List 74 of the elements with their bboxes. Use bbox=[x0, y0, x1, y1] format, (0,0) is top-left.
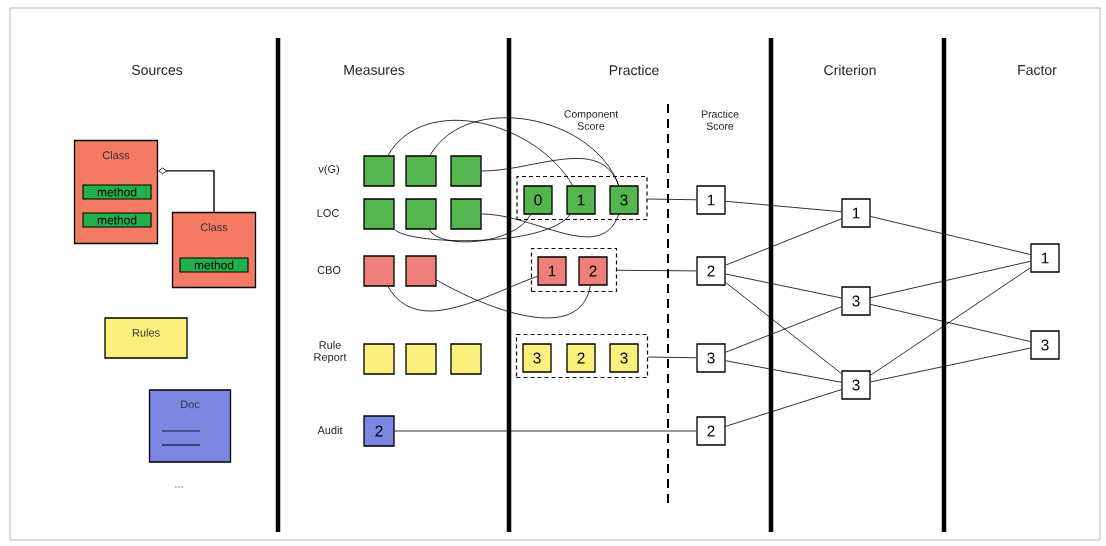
practice-score-box: 3 bbox=[696, 343, 726, 373]
factor-box: 3 bbox=[1030, 330, 1060, 360]
score-box: 1 bbox=[566, 185, 596, 215]
factor-box: 1 bbox=[1030, 243, 1060, 273]
measure-box bbox=[450, 155, 482, 187]
ellipsis: ... bbox=[175, 486, 183, 488]
connector bbox=[725, 282, 842, 374]
connector bbox=[870, 216, 1031, 255]
measure-box: 2 bbox=[363, 415, 395, 447]
component-group bbox=[515, 333, 649, 379]
measure-box bbox=[405, 255, 437, 287]
score-box: 1 bbox=[537, 256, 567, 286]
connector bbox=[725, 306, 842, 353]
criterion-box: 3 bbox=[841, 286, 871, 316]
column-heading: Measures bbox=[344, 65, 405, 75]
method-box: method bbox=[179, 257, 249, 273]
column-heading: Sources bbox=[132, 65, 183, 75]
column-heading: Practice bbox=[609, 64, 659, 76]
measure-box bbox=[405, 198, 437, 230]
connector bbox=[870, 347, 1031, 383]
score-box: 3 bbox=[609, 343, 639, 373]
connector bbox=[394, 214, 571, 242]
score-box: 3 bbox=[522, 343, 552, 373]
connector bbox=[870, 260, 1031, 299]
connector bbox=[870, 304, 1031, 342]
rules-box: Rules bbox=[104, 317, 188, 359]
connector bbox=[481, 213, 620, 238]
connector bbox=[870, 267, 1031, 376]
row-label: Rule Report bbox=[314, 340, 347, 364]
criterion-box: 1 bbox=[841, 198, 871, 228]
column-heading: Criterion bbox=[824, 64, 876, 76]
connector bbox=[725, 273, 842, 299]
connector bbox=[481, 158, 620, 186]
method-box: method bbox=[82, 212, 152, 228]
measure-box bbox=[450, 198, 482, 230]
measure-box bbox=[363, 155, 395, 187]
column-subheading: Practice Score bbox=[701, 110, 739, 130]
connector bbox=[387, 120, 573, 186]
score-box: 2 bbox=[578, 256, 608, 286]
practice-score-box: 1 bbox=[696, 185, 726, 215]
component-group bbox=[530, 247, 618, 293]
measure-box bbox=[363, 343, 395, 375]
method-box: method bbox=[82, 184, 152, 200]
connector bbox=[725, 200, 842, 213]
connector bbox=[394, 430, 697, 432]
row-label: CBO bbox=[317, 266, 341, 274]
measure-box bbox=[405, 155, 437, 187]
document-box: Doc bbox=[148, 389, 232, 463]
connector bbox=[647, 198, 697, 201]
measure-box bbox=[363, 198, 395, 230]
connector bbox=[647, 356, 697, 359]
row-label: Audit bbox=[317, 425, 343, 435]
connector bbox=[725, 360, 842, 383]
row-label: v(G) bbox=[318, 164, 339, 176]
practice-score-box: 2 bbox=[696, 416, 726, 446]
practice-score-box: 2 bbox=[696, 256, 726, 286]
connector bbox=[428, 214, 531, 243]
score-box: 3 bbox=[609, 185, 639, 215]
connector bbox=[158, 167, 215, 213]
score-box: 0 bbox=[523, 185, 553, 215]
column-subheading: Component Score bbox=[564, 110, 619, 130]
connector bbox=[725, 218, 842, 266]
column-heading: Factor bbox=[1018, 65, 1057, 75]
row-label: LOC bbox=[317, 209, 339, 217]
connector bbox=[725, 389, 842, 427]
score-box: 2 bbox=[566, 343, 596, 373]
connector bbox=[436, 279, 591, 319]
measure-box bbox=[450, 343, 482, 375]
component-group bbox=[516, 175, 648, 221]
criterion-box: 3 bbox=[841, 370, 871, 400]
connector bbox=[387, 275, 538, 312]
measure-box bbox=[405, 343, 437, 375]
connector bbox=[616, 269, 697, 272]
measure-box bbox=[363, 255, 395, 287]
